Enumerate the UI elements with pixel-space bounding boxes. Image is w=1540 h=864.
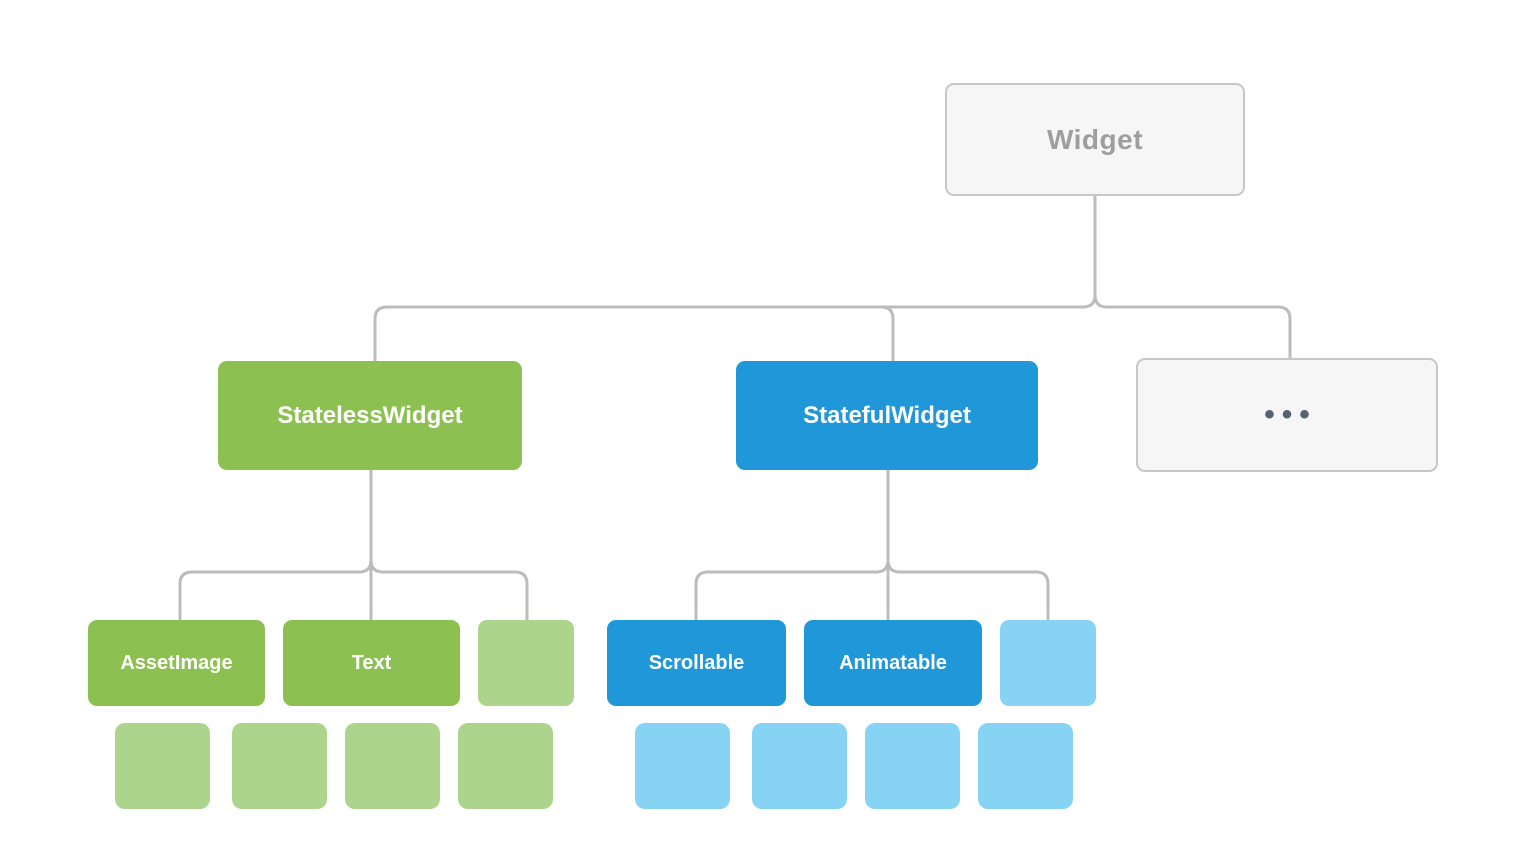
placeholder-square-blue-4 xyxy=(978,723,1073,809)
placeholder-square-blue-2 xyxy=(752,723,847,809)
node-statelesswidget: StatelessWidget xyxy=(218,361,522,470)
edge-stateful-placeholder xyxy=(886,559,1050,620)
edge-stateful-scrollable xyxy=(694,559,890,620)
edge-stateless-placeholder xyxy=(369,559,529,620)
node-text-label: Text xyxy=(351,651,392,674)
node-statefulwidget-label: StatefulWidget xyxy=(803,401,971,429)
placeholder-square-green-4 xyxy=(458,723,553,809)
node-stateful-placeholder xyxy=(1000,620,1096,706)
edge-widget-stateful xyxy=(866,305,895,362)
node-widget: Widget xyxy=(945,83,1245,196)
node-scrollable: Scrollable xyxy=(607,620,786,706)
node-assetimage-label: AssetImage xyxy=(120,651,233,674)
edge-stateless-assetimage xyxy=(178,559,373,620)
ellipsis-dots: ••• xyxy=(1264,398,1317,431)
connector-group xyxy=(178,196,1292,620)
node-stateless-placeholder xyxy=(478,620,574,706)
node-assetimage: AssetImage xyxy=(88,620,265,706)
edge-widget-more xyxy=(1093,196,1292,359)
node-more-widgets: ••• xyxy=(1136,358,1438,472)
edge-widget-stateless xyxy=(373,196,1097,362)
node-animatable-label: Animatable xyxy=(839,651,947,674)
node-animatable: Animatable xyxy=(804,620,982,706)
node-scrollable-label: Scrollable xyxy=(648,651,745,674)
node-text: Text xyxy=(283,620,460,706)
node-statelesswidget-label: StatelessWidget xyxy=(277,401,463,429)
node-statefulwidget: StatefulWidget xyxy=(736,361,1038,470)
placeholder-square-blue-3 xyxy=(865,723,960,809)
placeholder-square-green-1 xyxy=(115,723,210,809)
placeholder-square-green-3 xyxy=(345,723,440,809)
placeholder-square-green-2 xyxy=(232,723,327,809)
placeholder-square-blue-1 xyxy=(635,723,730,809)
node-widget-label: Widget xyxy=(1046,123,1144,155)
